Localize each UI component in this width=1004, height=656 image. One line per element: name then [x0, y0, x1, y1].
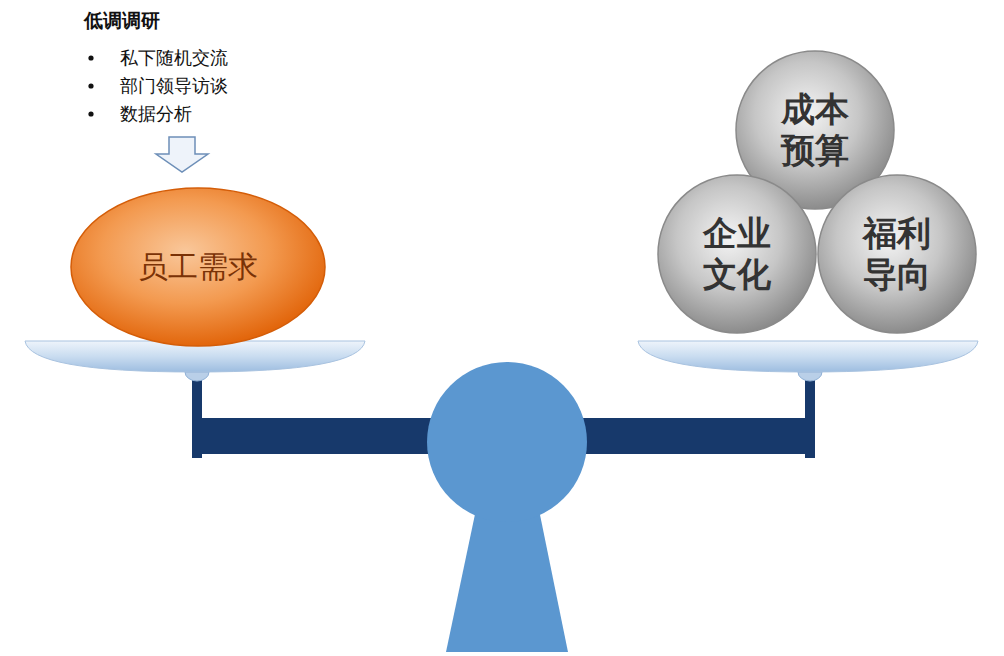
demand-ellipse: 员工需求 — [70, 187, 326, 347]
node-text: 福利 导向 — [857, 213, 937, 295]
research-heading: 低调调研 — [84, 8, 160, 34]
factor-circle-outline — [817, 174, 977, 334]
node-text: 企业 文化 — [697, 213, 777, 295]
pan-knob — [185, 372, 209, 381]
pan-knob — [798, 372, 822, 381]
down-arrow — [156, 137, 208, 172]
research-item: 部门领导访谈 — [120, 74, 228, 98]
factor-circle: 福利 导向 — [817, 174, 977, 334]
factor-circle-fill — [658, 175, 816, 333]
pivot-circle — [427, 362, 587, 522]
factor-circle: 企业 文化 — [657, 174, 817, 334]
research-item: 数据分析 — [120, 102, 192, 126]
research-item: 私下随机交流 — [120, 46, 228, 70]
bullet-dot — [88, 55, 93, 60]
node-text: 员工需求 — [138, 249, 258, 285]
scale-pan — [638, 341, 978, 372]
demand-ellipse-fill — [71, 188, 325, 346]
scale-base — [446, 500, 568, 652]
bullet-dot — [88, 83, 93, 88]
factor-circle-fill — [818, 175, 976, 333]
bullet-dot — [88, 111, 93, 116]
factor-circle-outline — [657, 174, 817, 334]
node-text: 成本 预算 — [775, 89, 855, 171]
